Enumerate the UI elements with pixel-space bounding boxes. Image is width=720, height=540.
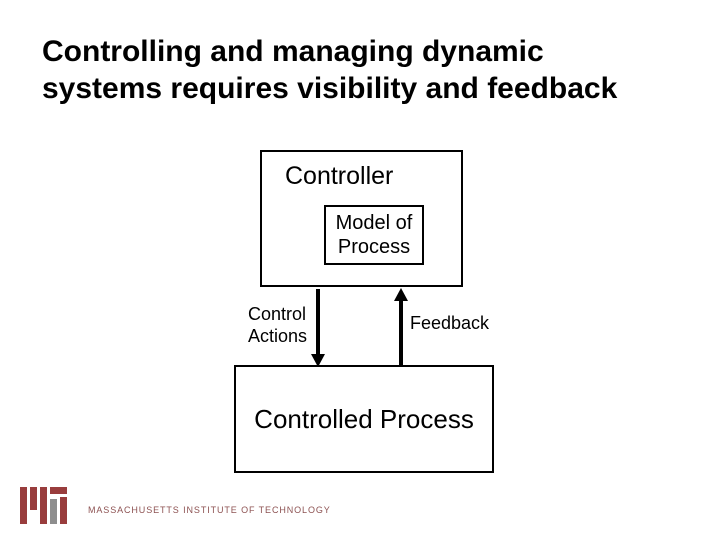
mit-logo-bar <box>60 497 67 524</box>
control-actions-label-line1: Control <box>248 304 307 324</box>
mit-logo-icon <box>20 487 68 524</box>
mit-logo-bar <box>40 487 47 524</box>
model-label-line2: Process <box>337 236 411 258</box>
control-actions-label: Control Actions <box>248 303 307 347</box>
control-actions-arrow-line <box>316 289 320 355</box>
mit-logo-bar-gray <box>50 499 57 524</box>
mit-wordmark: MASSACHUSETTS INSTITUTE OF TECHNOLOGY <box>88 505 331 515</box>
control-actions-label-line2: Actions <box>248 326 308 346</box>
slide-title-line2: systems requires visibility and feedback <box>42 72 618 105</box>
control-actions-arrowhead-icon <box>311 354 325 367</box>
model-of-process-box: Model of Process <box>324 205 424 265</box>
feedback-label: Feedback <box>410 313 490 333</box>
mit-logo-bar <box>20 487 27 524</box>
controlled-process-box: Controlled Process <box>234 365 494 473</box>
slide-title: Controlling and managing dynamic systems… <box>42 33 617 107</box>
mit-logo-bar <box>30 487 37 510</box>
controller-label: Controller <box>285 162 394 190</box>
feedback-arrowhead-icon <box>394 288 408 301</box>
controlled-process-label: Controlled Process <box>254 403 474 434</box>
feedback-arrow-line <box>399 300 403 365</box>
model-label-line1: Model of <box>335 212 413 234</box>
mit-logo-bar <box>50 487 67 494</box>
controller-box: Controller Model of Process <box>260 150 463 287</box>
slide-title-line1: Controlling and managing dynamic <box>42 35 544 68</box>
